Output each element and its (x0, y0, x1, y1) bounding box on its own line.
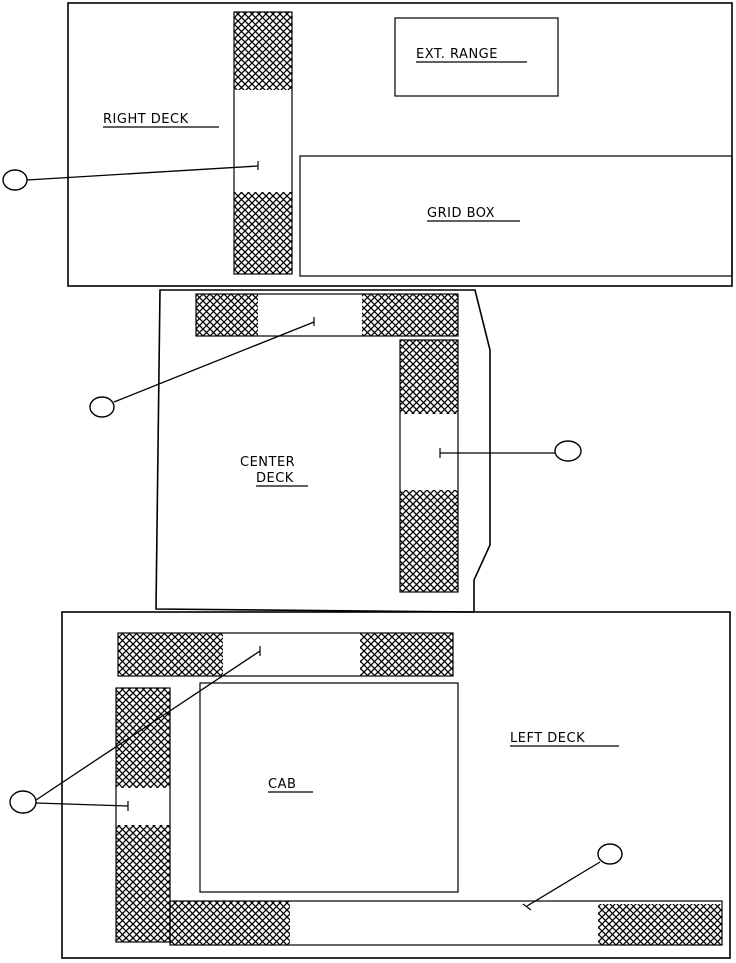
center-deck-panel (89, 289, 582, 613)
left-deck-leader-right (526, 861, 601, 907)
center-deck-hatch-bottom (400, 490, 458, 592)
callout-bubble-center-deck-left (89, 396, 115, 418)
right-deck-label: RIGHT DECK (103, 112, 189, 127)
left-deck-leader-upper (35, 650, 261, 801)
ext-range-box (394, 17, 559, 97)
callout-bubble-right-deck (2, 169, 28, 191)
left-deck-leader-lower (35, 802, 129, 807)
right-deck-hatch-top (234, 12, 292, 90)
left-deck-hatch-top-left (118, 633, 223, 676)
center-deck-hatch-right (362, 294, 458, 336)
callout-bubble-left-deck-left (9, 790, 37, 814)
left-deck-panel (9, 611, 731, 959)
left-deck-label: LEFT DECK (510, 731, 585, 746)
left-deck-hatch-bottom-left (170, 901, 290, 945)
right-deck-panel (2, 2, 733, 287)
cab-box (199, 682, 459, 893)
center-deck-hatch-top (400, 340, 458, 414)
center-deck-label-line1: CENTER (240, 455, 295, 470)
left-deck-hatch-vertical-bottom (116, 825, 170, 942)
left-deck-hatch-top-right (360, 633, 453, 676)
callout-bubble-left-deck-right (597, 843, 623, 865)
left-deck-hatch-vertical-top (116, 688, 170, 788)
ext-range-label: EXT. RANGE (416, 47, 498, 62)
center-deck-label-line2: DECK (256, 471, 294, 486)
grid-box-label: GRID BOX (427, 206, 495, 221)
center-deck-leader-left (113, 321, 315, 403)
cab-label: CAB (268, 777, 296, 792)
right-deck-leader (26, 165, 259, 181)
right-deck-hatch-bottom (234, 192, 292, 274)
left-deck-hatch-bottom-right (598, 904, 722, 945)
center-deck-hatch-left (196, 294, 258, 336)
callout-bubble-center-deck-right (554, 440, 582, 462)
grid-box (299, 155, 733, 277)
